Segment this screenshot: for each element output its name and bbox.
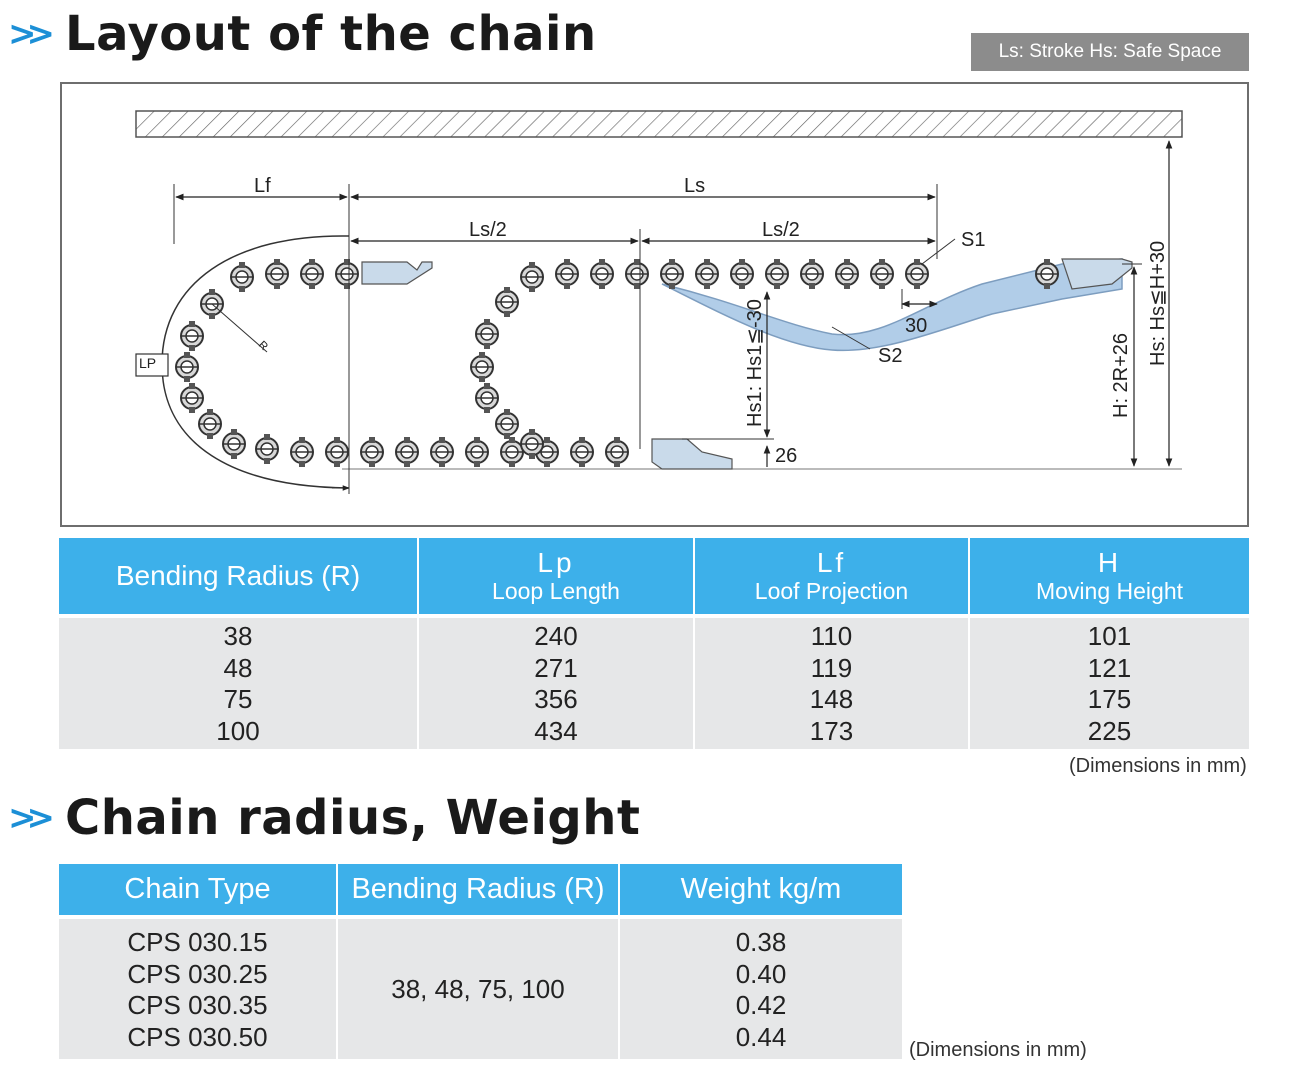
ceiling-hatch — [135, 110, 1183, 138]
label-hs: Hs: Hs≦H+30 — [1147, 240, 1169, 366]
header-h-main: H — [1097, 547, 1122, 578]
label-lf: Lf — [254, 175, 271, 197]
cell-radius-values: 38 48 75 100 — [59, 614, 419, 749]
section-title-text: Layout of the chain — [64, 6, 597, 62]
label-30: 30 — [905, 315, 928, 337]
header-weight: Weight kg/m — [620, 864, 902, 915]
table-row: 38 48 75 100 240 271 356 434 110 119 148… — [59, 614, 1249, 749]
table-row: CPS 030.15 CPS 030.25 CPS 030.35 CPS 030… — [59, 915, 902, 1059]
double-chevron-icon: >> — [8, 14, 55, 54]
label-26: 26 — [775, 445, 798, 467]
chain-left-loop — [175, 258, 629, 468]
table-header-row: Bending Radius (R) Lp Loop Length Lf Loo… — [59, 538, 1249, 614]
header-bending-radius: Bending Radius (R) — [59, 538, 419, 614]
bending-radius-table: Bending Radius (R) Lp Loop Length Lf Loo… — [59, 538, 1249, 749]
header-bending-radius-label: Bending Radius (R) — [115, 560, 361, 591]
label-s2: S2 — [878, 345, 903, 367]
label-hs1: Hs1: Hs1≦-30 — [744, 299, 766, 427]
legend-badge: Ls: Stroke Hs: Safe Space — [971, 33, 1249, 71]
header-lf: Lf Loof Projection — [695, 538, 970, 614]
section-title-weight: >> Chain radius, Weight — [8, 790, 640, 846]
label-h: H: 2R+26 — [1110, 332, 1132, 418]
table-header-row: Chain Type Bending Radius (R) Weight kg/… — [59, 864, 902, 915]
cell-chain-types: CPS 030.15 CPS 030.25 CPS 030.35 CPS 030… — [59, 915, 338, 1059]
header-lf-sub: Loof Projection — [754, 578, 909, 604]
label-ls-half-right: Ls/2 — [762, 219, 800, 241]
header-h: H Moving Height — [970, 538, 1249, 614]
header-h-sub: Moving Height — [1035, 578, 1184, 604]
section-title-text: Chain radius, Weight — [64, 790, 641, 846]
chain-layout-diagram: Lf Ls Ls/2 Ls/2 S1 S2 30 26 LP R Hs1: Hs… — [60, 82, 1249, 527]
chain-weight-table: Chain Type Bending Radius (R) Weight kg/… — [59, 864, 902, 1059]
dimensions-note-2: (Dimensions in mm) — [909, 1039, 1087, 1061]
cell-lf-values: 110 119 148 173 — [695, 614, 970, 749]
chain-diagram-svg — [135, 110, 1183, 494]
header-chain-type: Chain Type — [59, 864, 338, 915]
cell-radius: 38, 48, 75, 100 — [338, 915, 620, 1059]
header-bending-radius: Bending Radius (R) — [338, 864, 620, 915]
label-ls: Ls — [684, 175, 706, 197]
cell-weights: 0.38 0.40 0.42 0.44 — [620, 915, 902, 1059]
cell-h-values: 101 121 175 225 — [970, 614, 1249, 749]
label-s1: S1 — [961, 229, 986, 251]
dimensions-note-1: (Dimensions in mm) — [1069, 755, 1247, 777]
label-lp: LP — [139, 355, 157, 371]
section-title-layout: >> Layout of the chain — [8, 6, 597, 62]
header-lp: Lp Loop Length — [419, 538, 695, 614]
header-lp-sub: Loop Length — [492, 578, 620, 604]
header-lf-main: Lf — [816, 547, 847, 578]
label-ls-half-left: Ls/2 — [469, 219, 507, 241]
header-lp-main: Lp — [537, 547, 575, 578]
double-chevron-icon: >> — [8, 798, 55, 838]
cell-lp-values: 240 271 356 434 — [419, 614, 695, 749]
